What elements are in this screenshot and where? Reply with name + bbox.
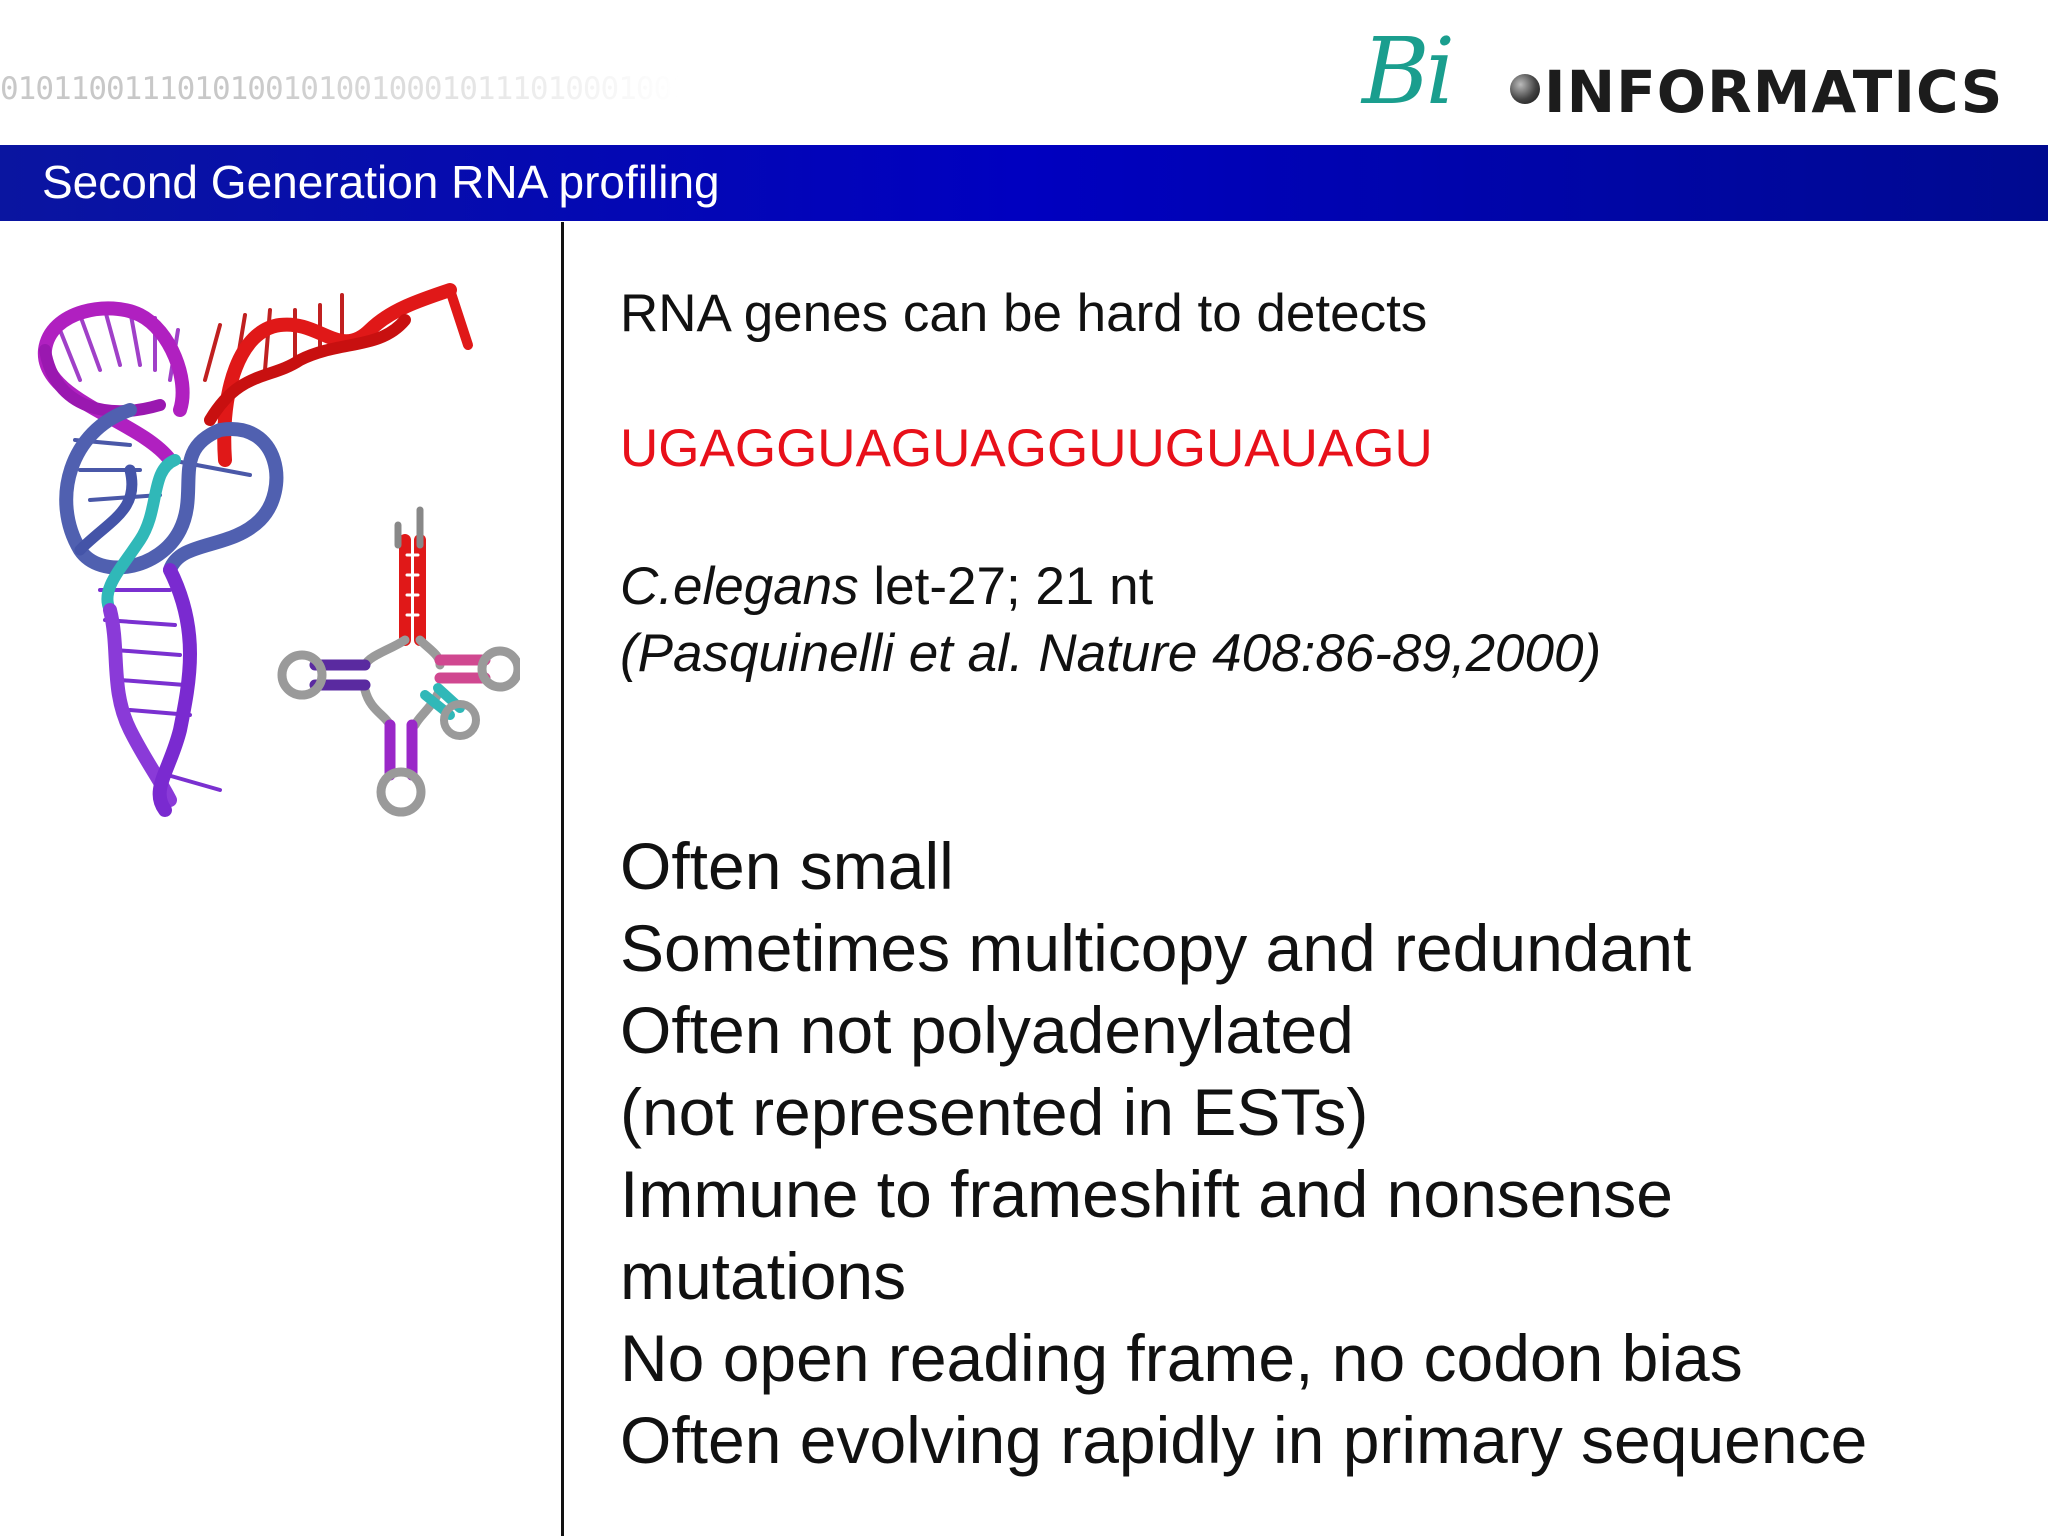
title-bar: Second Generation RNA profiling — [0, 145, 2048, 221]
binary-background: 0101100111010100101001000101110100010010… — [0, 4, 680, 144]
feature-item: (not represented in ESTs) — [620, 1075, 1369, 1149]
feature-item: Often evolving rapidly in primary sequen… — [620, 1403, 1868, 1477]
trna-3d-model — [37, 283, 473, 817]
logo-prefix: Bi — [1362, 18, 1455, 125]
trna-structure-image — [37, 283, 520, 817]
feature-item: Often not polyadenylated — [620, 993, 1354, 1067]
logo-suffix: INFORMATICS — [1544, 58, 2004, 126]
feature-list: Often small Sometimes multicopy and redu… — [620, 825, 1867, 1481]
species-name: C.elegans — [620, 557, 859, 616]
feature-item: No open reading frame, no codon bias — [620, 1321, 1743, 1395]
feature-item: Immune to frameshift and nonsense — [620, 1157, 1673, 1231]
rna-sequence: UGAGGUAGUAGGUUGUAUAGU — [620, 419, 1433, 478]
slide-title: Second Generation RNA profiling — [42, 156, 720, 208]
bioinformatics-logo: Bi INFORMATICS — [1362, 18, 2022, 128]
vertical-divider — [561, 222, 564, 1536]
citation: (Pasquinelli et al. Nature 408:86-89,200… — [620, 624, 1602, 683]
feature-item: Sometimes multicopy and redundant — [620, 911, 1692, 985]
trna-cloverleaf-diagram — [277, 506, 520, 817]
feature-item: mutations — [620, 1239, 907, 1313]
binary-line: 0101100111010100101001000101110100010010… — [0, 71, 680, 107]
species-detail: let-27; 21 nt — [858, 557, 1154, 616]
species-line: C.elegans let-27; 21 nt — [620, 556, 1153, 617]
feature-item: Often small — [620, 829, 954, 903]
logo-ball-icon — [1510, 74, 1540, 104]
intro-text: RNA genes can be hard to detects — [620, 284, 1428, 343]
